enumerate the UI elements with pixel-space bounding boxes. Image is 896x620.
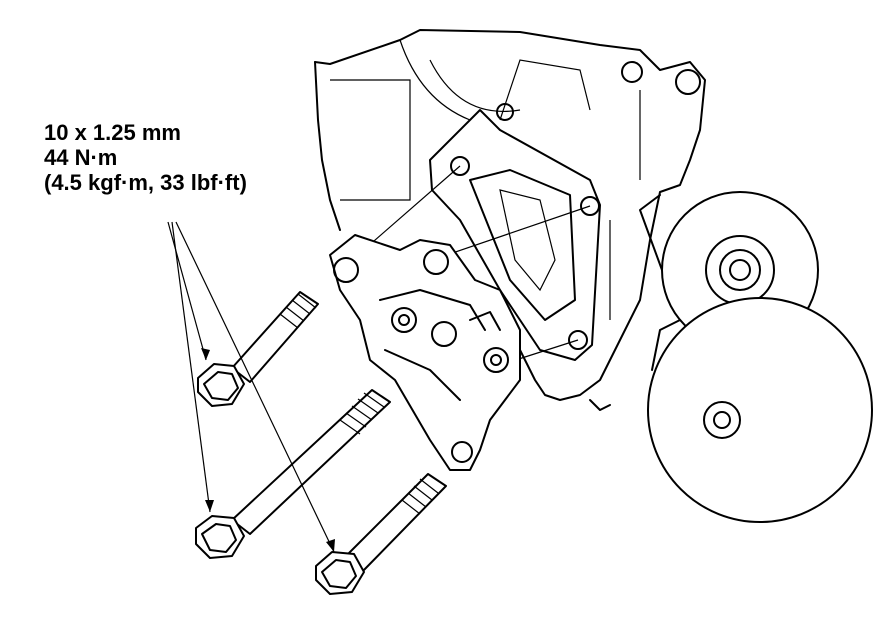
upper-bracket xyxy=(429,59,601,361)
torque-callout: 10 x 1.25 mm 44 N·m (4.5 kgf·m, 33 lbf·f… xyxy=(44,120,247,195)
bolt-lower xyxy=(315,473,447,595)
engine-block xyxy=(314,29,706,411)
bolt-upper xyxy=(197,291,319,407)
pulley-lower xyxy=(647,297,873,523)
mounting-bracket xyxy=(329,234,521,471)
leader-lines xyxy=(167,221,335,553)
torque-alt-label: (4.5 kgf·m, 33 lbf·ft) xyxy=(44,170,247,195)
bolt-middle xyxy=(195,389,391,559)
thread-spec-label: 10 x 1.25 mm xyxy=(44,120,181,145)
torque-nm-label: 44 N·m xyxy=(44,145,118,170)
